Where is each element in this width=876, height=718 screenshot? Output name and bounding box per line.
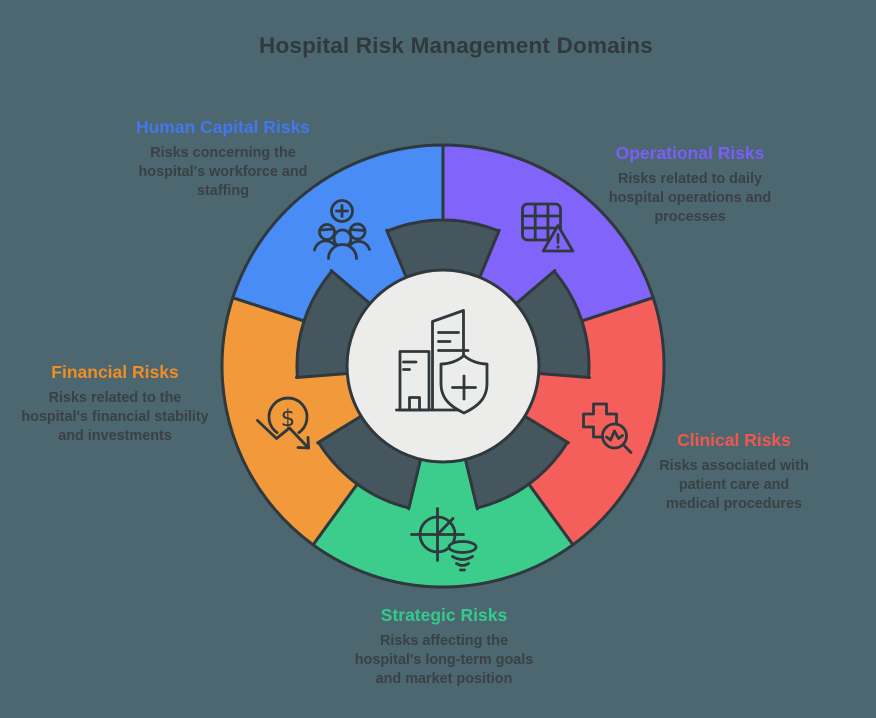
spoke-clinical-edges <box>523 372 591 445</box>
spoke-financial-edges <box>295 372 363 445</box>
label-operational: Operational Risks Risks related to daily… <box>575 143 805 227</box>
spoke-strategic <box>408 457 478 517</box>
domain-description: Risks related to the hospital's financia… <box>21 390 209 444</box>
label-financial: Financial Risks Risks related to the hos… <box>5 362 225 446</box>
domain-description: Risks associated with patient care and m… <box>659 458 809 512</box>
spoke-financial <box>293 373 363 445</box>
domain-description: Risks affecting the hospital's long-term… <box>354 633 534 687</box>
dollar-decline-icon: $ <box>256 396 310 450</box>
medical-cross-search-icon <box>582 402 633 454</box>
label-strategic: Strategic Risks Risks affecting the hosp… <box>324 605 564 689</box>
page-title: Hospital Risk Management Domains <box>259 33 653 58</box>
hospital-shield-icon <box>395 309 489 415</box>
domain-heading: Financial Risks <box>51 362 179 382</box>
spoke-human-capital-edges <box>329 228 408 306</box>
spoke-operational-edges <box>478 228 557 306</box>
svg-text:$: $ <box>281 406 296 432</box>
grid-warning-icon <box>521 202 575 253</box>
spoke-clinical <box>523 373 593 445</box>
spoke-operational <box>479 227 558 305</box>
label-clinical: Clinical Risks Risks associated with pat… <box>618 430 850 514</box>
domain-heading: Strategic Risks <box>380 605 508 625</box>
domain-heading: Operational Risks <box>615 143 765 163</box>
label-human-capital: Human Capital Risks Risks concerning the… <box>98 117 348 201</box>
domain-description: Risks concerning the hospital's workforc… <box>138 145 308 199</box>
domain-heading: Human Capital Risks <box>135 117 311 137</box>
target-funnel-icon <box>410 507 478 572</box>
spoke-strategic-edges <box>407 457 479 511</box>
domain-heading: Clinical Risks <box>677 430 791 450</box>
domain-description: Risks related to daily hospital operatio… <box>608 171 772 225</box>
team-plus-icon <box>313 199 371 260</box>
spoke-human-capital <box>328 227 407 305</box>
